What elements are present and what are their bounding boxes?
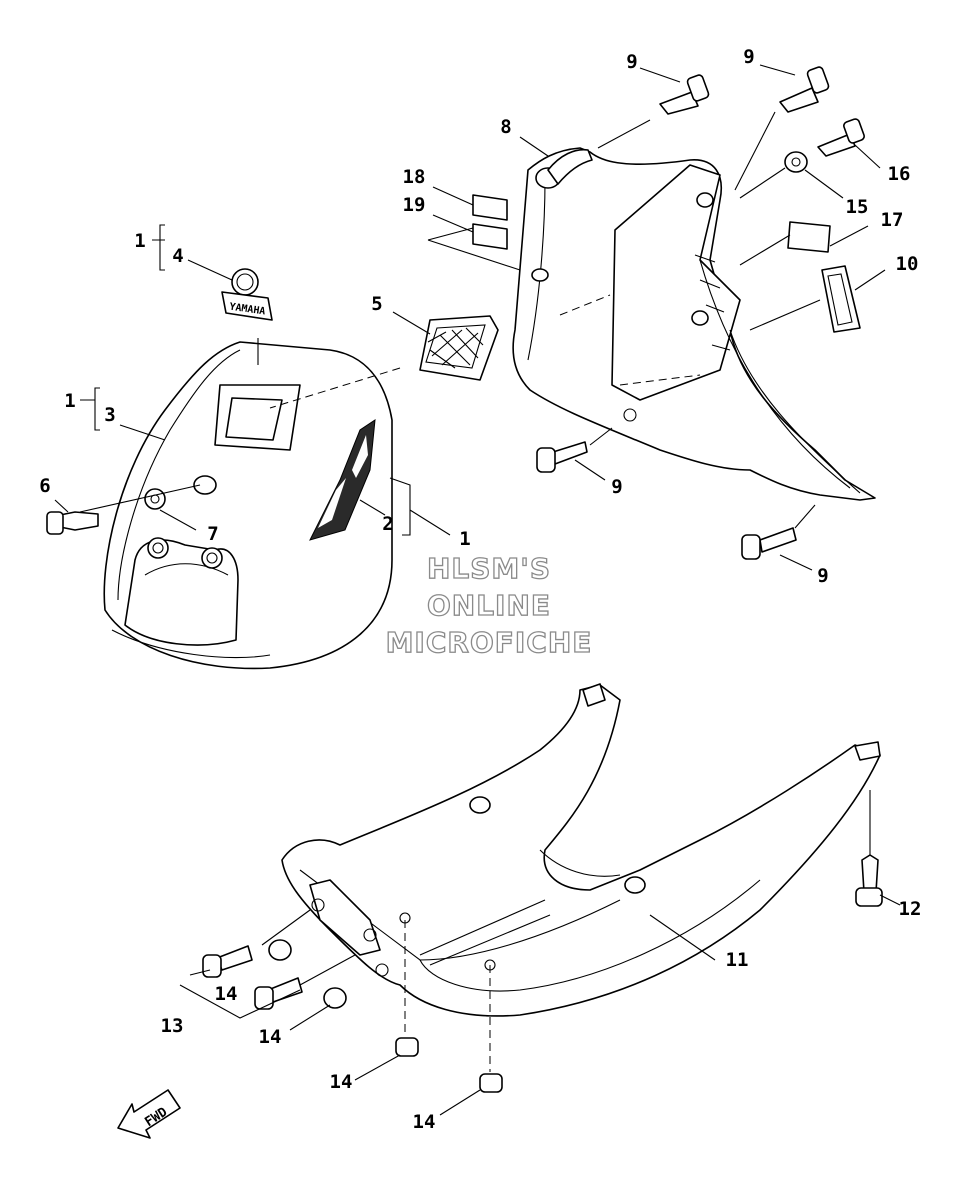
callout-9: 9 — [626, 51, 637, 73]
callout-15: 15 — [846, 196, 869, 218]
watermark-line-3: MICROFICHE — [386, 626, 593, 659]
watermark: HLSM'S ONLINE MICROFICHE — [385, 551, 593, 659]
screw-part-6 — [46, 511, 99, 535]
yamaha-emblem-part: YAMAHA — [221, 268, 273, 321]
callout-17: 17 — [881, 209, 904, 231]
callout-4: 4 — [172, 245, 183, 267]
fwd-arrow-icon: FWD — [117, 1089, 181, 1139]
callout-14: 14 — [330, 1071, 353, 1093]
callout-12: 12 — [899, 898, 922, 920]
clip-part-14b — [323, 987, 347, 1009]
callout-14: 14 — [259, 1026, 282, 1048]
callout-1: 1 — [459, 528, 470, 550]
callout-11: 11 — [726, 949, 749, 971]
washer-part-7 — [144, 488, 166, 510]
callout-14: 14 — [413, 1111, 436, 1133]
label-part-17 — [787, 221, 831, 253]
callout-9: 9 — [817, 565, 828, 587]
callout-13: 13 — [161, 1015, 184, 1037]
seal-part-10 — [821, 265, 861, 333]
callout-9: 9 — [743, 46, 754, 68]
front-cover-part — [103, 341, 393, 670]
clip-part-14a — [268, 939, 292, 961]
screw-part-12 — [855, 854, 883, 907]
label-part-18 — [472, 194, 508, 221]
callout-2: 2 — [382, 513, 393, 535]
callout-7: 7 — [207, 523, 218, 545]
callout-5: 5 — [371, 293, 382, 315]
screw-part-13a — [202, 945, 253, 978]
watermark-line-1: HLSM'S — [427, 552, 551, 585]
emblem-text: YAMAHA — [229, 302, 266, 318]
leader-lines — [54, 64, 901, 1116]
washer-part-15 — [784, 151, 808, 173]
callout-9: 9 — [611, 476, 622, 498]
clip-part-14c — [395, 1037, 419, 1057]
callout-1: 1 — [134, 230, 145, 252]
inner-panel-part — [512, 147, 876, 501]
watermark-line-2: ONLINE — [427, 589, 551, 622]
under-cover-part — [281, 683, 881, 1017]
vent-grille-part — [419, 315, 499, 381]
callout-18: 18 — [403, 166, 426, 188]
callout-1: 1 — [64, 390, 75, 412]
callout-6: 6 — [39, 475, 50, 497]
callout-8: 8 — [500, 116, 511, 138]
callout-14: 14 — [215, 983, 238, 1005]
screw-part-9b — [779, 66, 830, 113]
callout-19: 19 — [403, 194, 426, 216]
screw-part-16 — [817, 118, 865, 157]
screw-part-13b — [254, 977, 303, 1010]
screw-part-9d — [741, 527, 797, 560]
screw-part-9c — [536, 441, 588, 473]
screw-part-9a — [659, 74, 710, 115]
callout-10: 10 — [896, 253, 919, 275]
label-part-19 — [472, 223, 508, 250]
callout-16: 16 — [888, 163, 911, 185]
clip-part-14d — [479, 1073, 503, 1093]
callout-labels: 1 4 1 3 6 7 2 1 5 8 9 9 16 15 17 10 18 1… — [39, 46, 921, 1133]
callout-3: 3 — [104, 404, 115, 426]
